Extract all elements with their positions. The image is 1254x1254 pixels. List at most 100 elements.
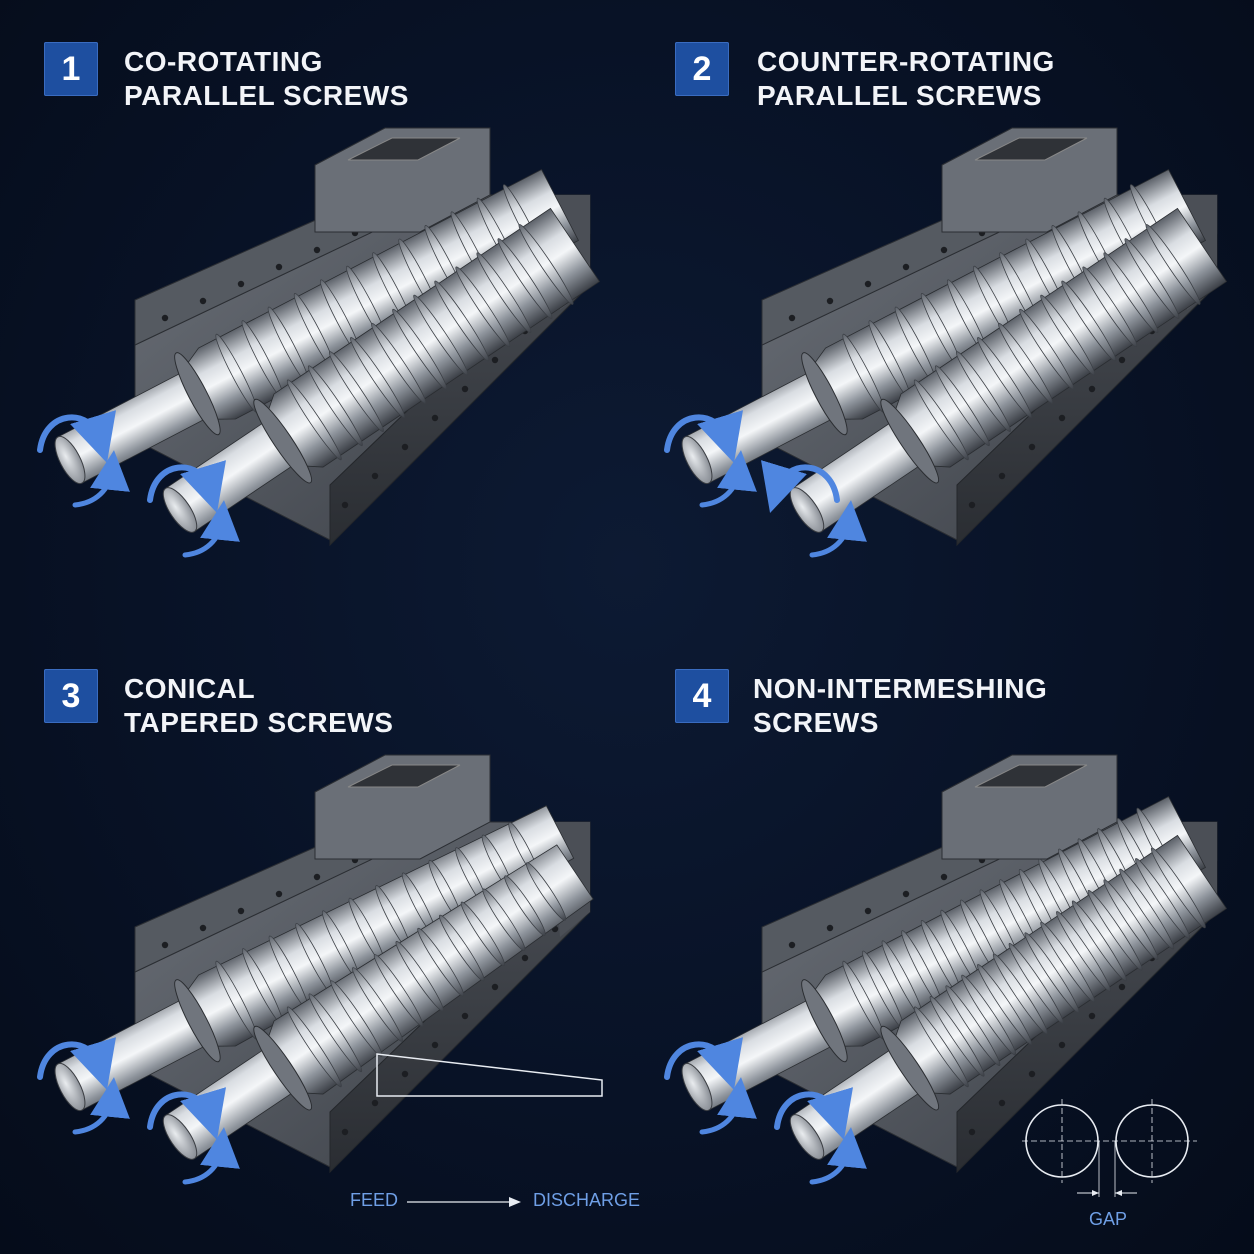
bolt-hole — [1118, 983, 1126, 991]
screw-flight — [1150, 847, 1206, 929]
panel-title: CO-ROTATING PARALLEL SCREWS — [124, 45, 409, 113]
rotation-arrow-icon — [147, 460, 226, 513]
screw-flight — [497, 238, 553, 319]
bolt-hole — [902, 263, 910, 271]
extruder-group — [37, 127, 601, 558]
panel-title: CONICAL TAPERED SCREWS — [124, 672, 393, 740]
screw-flight — [1071, 900, 1127, 982]
bolt-hole — [864, 280, 872, 288]
bearing-flange — [880, 398, 940, 484]
panel-number-badge: 2 — [675, 42, 729, 96]
extruder-illustration — [664, 754, 1228, 1185]
bearing-flange — [880, 1025, 940, 1111]
bolt-hole — [1058, 1041, 1066, 1049]
bolt-hole — [275, 890, 283, 898]
rotation-arrow-icon — [72, 1077, 130, 1135]
bolt-hole — [161, 941, 169, 949]
panel-title-line1: CO-ROTATING — [124, 46, 323, 77]
bearing-flange — [174, 979, 221, 1063]
screw-shaft — [37, 805, 575, 1135]
panel-title-line2: SCREWS — [753, 707, 879, 738]
screw-shaft — [147, 207, 601, 558]
hopper-opening — [347, 137, 461, 161]
bolt-hole — [461, 1012, 469, 1020]
rotation-arrow-icon — [699, 1077, 757, 1135]
screw-flight — [413, 294, 469, 376]
bolt-hole — [998, 472, 1006, 480]
screw-shaft — [147, 844, 594, 1185]
screw-flight — [1008, 942, 1064, 1024]
feed-label: FEED — [350, 1190, 399, 1210]
bolt-hole — [788, 941, 796, 949]
screw-flight — [1056, 911, 1111, 992]
screw-flight — [913, 379, 969, 461]
bolt-hole — [968, 1128, 976, 1136]
screw-flight — [330, 980, 383, 1057]
extruder-group — [664, 127, 1228, 558]
rotation-arrow-icon — [664, 1037, 743, 1090]
bolt-hole — [1088, 1012, 1096, 1020]
rotation-arrow-icon — [761, 460, 840, 513]
panel-conical: 3 CONICAL TAPERED SCREWS FEED DISCHARGE — [0, 627, 640, 1254]
bearing-flange — [253, 398, 313, 484]
screw-flight — [352, 967, 403, 1042]
hopper-opening — [347, 764, 461, 788]
screw-flight — [350, 337, 405, 418]
extruder-illustration — [37, 127, 601, 558]
screw-flight — [955, 351, 1011, 432]
feed-hopper — [314, 754, 491, 860]
extruder-illustration — [37, 754, 594, 1185]
screw-shaft — [664, 168, 1207, 508]
screw-flight — [455, 266, 511, 348]
screw-body — [162, 844, 594, 1160]
panel-title-line1: NON-INTERMESHING — [753, 673, 1048, 704]
rotation-arrow-icon — [809, 1127, 867, 1185]
panel-title-line2: PARALLEL SCREWS — [757, 80, 1042, 111]
bolt-hole — [826, 297, 834, 305]
bolt-hole — [826, 924, 834, 932]
bolt-hole — [275, 263, 283, 271]
panel-title: COUNTER-ROTATING PARALLEL SCREWS — [757, 45, 1055, 113]
bolt-hole — [491, 356, 499, 364]
rotation-arrow-icon — [147, 1087, 226, 1140]
screw-flight — [913, 1006, 969, 1088]
bolt-hole — [1028, 443, 1036, 451]
feed-to-discharge-arrow — [407, 1197, 521, 1207]
bolt-hole — [968, 501, 976, 509]
bolt-hole — [461, 385, 469, 393]
screw-body — [162, 207, 601, 533]
hopper-opening — [974, 137, 1088, 161]
bolt-hole — [864, 907, 872, 915]
extruder-illustration — [664, 127, 1228, 558]
screw-flight — [328, 351, 384, 432]
rotation-arrow-icon — [182, 500, 240, 558]
screw-flight — [434, 280, 490, 362]
screw-flight — [1103, 252, 1159, 334]
rotation-arrow-icon — [774, 1087, 853, 1140]
screw-shaft — [774, 834, 1228, 1185]
bolt-hole — [1028, 1070, 1036, 1078]
screw-flight — [476, 252, 532, 334]
screw-flight — [1145, 224, 1201, 305]
screw-flight — [286, 379, 342, 461]
bearing-flange — [174, 352, 221, 436]
rotation-arrow-icon — [699, 450, 757, 508]
screw-flight — [1024, 932, 1080, 1014]
panel-number-badge: 1 — [44, 42, 98, 96]
screw-flight — [392, 308, 448, 390]
bolt-hole — [313, 246, 321, 254]
screw-flight — [1103, 879, 1159, 961]
screw-body — [789, 207, 1228, 533]
bolt-hole — [1118, 356, 1126, 364]
bolt-hole — [237, 280, 245, 288]
bolt-hole — [341, 1128, 349, 1136]
bolt-hole — [902, 890, 910, 898]
bolt-hole — [1058, 414, 1066, 422]
bolt-hole — [313, 873, 321, 881]
panel-title: NON-INTERMESHING SCREWS — [753, 672, 1047, 740]
rotation-arrow-icon — [37, 1037, 116, 1090]
bearing-flange — [801, 979, 848, 1063]
panel-counter-rotating: 2 COUNTER-ROTATING PARALLEL SCREWS — [627, 0, 1254, 627]
feed-hopper — [314, 127, 491, 233]
bolt-hole — [237, 907, 245, 915]
